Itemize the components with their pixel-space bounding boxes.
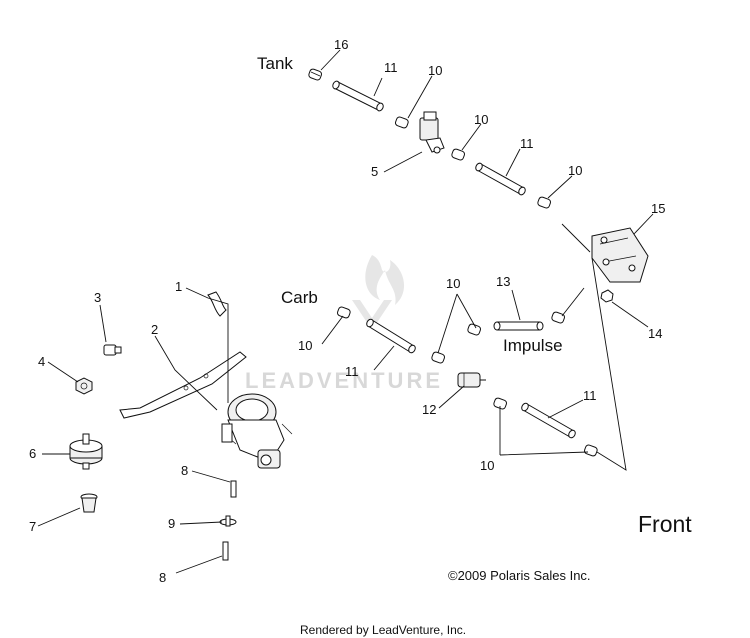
footer-text: Rendered by LeadVenture, Inc. <box>300 623 466 637</box>
vent-hose-1 <box>207 291 227 317</box>
clamp-10-lower-right <box>583 444 598 457</box>
hose-11-mid <box>475 162 526 196</box>
callout-3: 3 <box>94 290 101 305</box>
callout-15: 15 <box>651 201 665 216</box>
callout-11-carb: 11 <box>345 364 359 379</box>
hose-11-carb <box>366 318 416 354</box>
clamp-10-tee-right <box>467 323 482 336</box>
callout-13: 13 <box>496 274 510 289</box>
clamp-10-tee-left <box>431 351 446 364</box>
callout-11-lower: 11 <box>583 388 597 403</box>
clamp-10-b <box>451 148 466 161</box>
clamp-10-c <box>537 196 552 209</box>
pin-8-b <box>222 541 229 561</box>
watermark-flame-icon <box>365 255 405 305</box>
clamp-10-a <box>394 116 409 129</box>
watermark-v-icon <box>352 300 392 330</box>
callout-5: 5 <box>371 164 378 179</box>
callout-10-tee: 10 <box>446 276 460 291</box>
callout-8-a: 8 <box>181 463 188 478</box>
hose-13-impulse <box>493 321 544 331</box>
callout-16: 16 <box>334 37 348 52</box>
label-tank: Tank <box>257 54 293 73</box>
grommet-7 <box>80 493 98 513</box>
callout-9: 9 <box>168 516 175 531</box>
hose-11-lower <box>521 402 576 439</box>
carburetor <box>221 393 293 469</box>
callout-2: 2 <box>151 322 158 337</box>
callout-6: 6 <box>29 446 36 461</box>
copyright-text: ©2009 Polaris Sales Inc. <box>448 568 591 583</box>
clamp-10-impulse <box>551 311 566 324</box>
callout-11-tank: 11 <box>384 60 398 75</box>
callout-12: 12 <box>422 402 436 417</box>
label-impulse: Impulse <box>503 336 563 355</box>
watermark: LEADVENTURE <box>245 255 443 393</box>
callout-10-c: 10 <box>568 163 582 178</box>
callout-10-a: 10 <box>428 63 442 78</box>
clamp-16 <box>308 68 323 81</box>
nut-4 <box>75 377 93 395</box>
fuel-pump-15 <box>591 227 649 283</box>
watermark-text: LEADVENTURE <box>245 368 443 393</box>
callout-11-mid: 11 <box>520 136 534 151</box>
callout-4: 4 <box>38 354 45 369</box>
callout-14: 14 <box>648 326 662 341</box>
clamp-10-carb <box>336 306 351 319</box>
nut-14 <box>600 289 614 303</box>
callout-10-b: 10 <box>474 112 488 127</box>
callout-10-lower: 10 <box>480 458 494 473</box>
fuel-valve-5 <box>419 111 445 154</box>
callout-8-b: 8 <box>159 570 166 585</box>
bracket-2 <box>119 351 247 419</box>
washer-9 <box>219 515 237 527</box>
label-front: Front <box>638 511 692 537</box>
hose-11-tank <box>332 80 384 112</box>
callout-7: 7 <box>29 519 36 534</box>
mount-6 <box>69 433 103 470</box>
clamp-10-lower-left <box>493 397 508 410</box>
screw-3 <box>103 344 122 356</box>
fuel-filter-12 <box>457 372 486 388</box>
callout-1: 1 <box>175 279 182 294</box>
routing-line <box>561 223 627 471</box>
pin-8-a <box>230 480 237 498</box>
label-carb: Carb <box>281 288 318 307</box>
callout-10-carb: 10 <box>298 338 312 353</box>
leader-lines <box>37 49 654 574</box>
